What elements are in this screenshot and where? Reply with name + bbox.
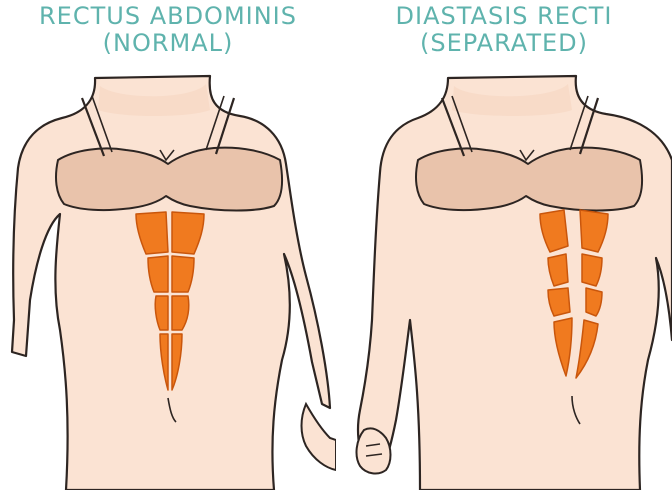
title-diastasis-line-1: DIASTASIS RECTI (336, 3, 672, 29)
torso-body (358, 76, 672, 490)
panel-normal: RECTUS ABDOMINIS (NORMAL) (0, 0, 336, 490)
torso-body (12, 76, 330, 490)
figure-diastasis (336, 0, 672, 490)
title-normal-line-1: RECTUS ABDOMINIS (0, 3, 336, 29)
figure-normal (0, 0, 336, 490)
title-diastasis-line-2: (SEPARATED) (336, 30, 672, 56)
hand (302, 404, 337, 470)
title-normal-line-2: (NORMAL) (0, 30, 336, 56)
muscle-block (172, 256, 194, 292)
panel-diastasis: DIASTASIS RECTI (SEPARATED) (336, 0, 672, 490)
